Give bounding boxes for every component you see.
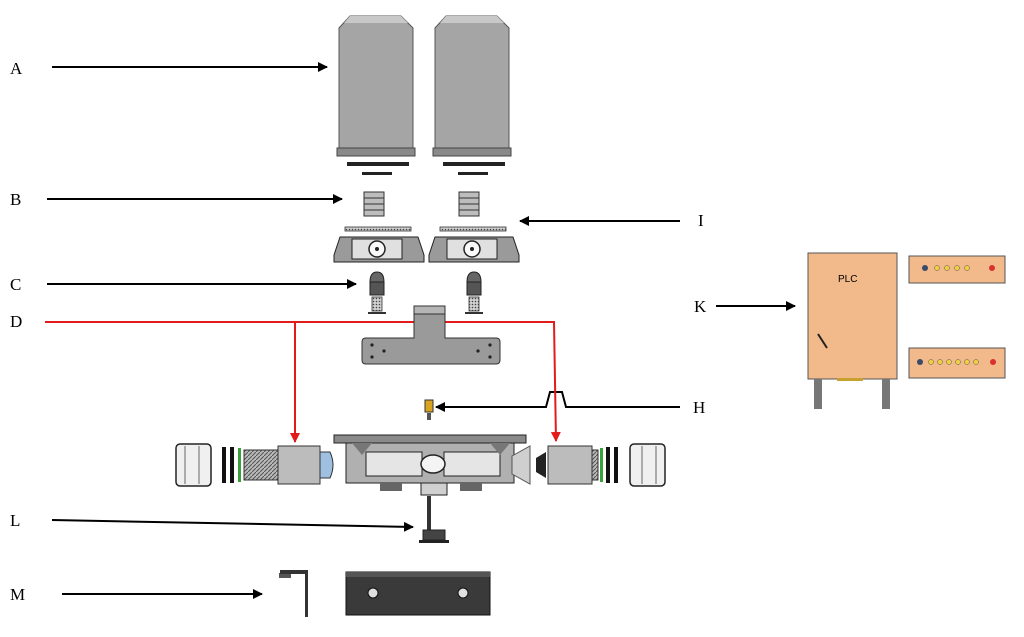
fitting-left	[363, 191, 385, 217]
label-h: H	[693, 398, 705, 417]
red-line-d-left	[45, 321, 300, 443]
valve-body	[333, 434, 527, 496]
check-valve-right	[465, 271, 483, 314]
valve-block-right	[428, 236, 520, 263]
drain-lever	[419, 496, 449, 543]
manifold	[361, 305, 501, 365]
base-plate	[345, 571, 491, 616]
check-valve-left	[368, 271, 386, 314]
red-line-d-right	[295, 321, 561, 442]
plc-controller	[807, 252, 898, 409]
indicator-panel-top	[908, 255, 1006, 284]
actuator-right	[511, 443, 666, 487]
fitting-right	[458, 191, 480, 217]
actuator-left	[175, 443, 334, 487]
label-i: I	[698, 211, 704, 230]
canister-left	[336, 15, 416, 175]
indicator-panel-bottom	[908, 347, 1006, 379]
label-k: K	[694, 297, 707, 316]
leader-arrow-h	[435, 391, 680, 412]
label-l: L	[10, 511, 20, 530]
label-d: D	[10, 312, 22, 331]
canister-right	[432, 15, 512, 175]
label-a: A	[10, 59, 23, 78]
label-b: B	[10, 190, 21, 209]
valve-block-left	[333, 236, 425, 263]
plc-label: PLC	[838, 274, 857, 285]
label-m: M	[10, 585, 25, 604]
sensor	[424, 399, 434, 420]
gasket-right	[439, 226, 507, 232]
gasket-left	[344, 226, 412, 232]
bracket	[279, 570, 308, 617]
label-c: C	[10, 275, 21, 294]
leader-arrow-l	[51, 519, 414, 532]
